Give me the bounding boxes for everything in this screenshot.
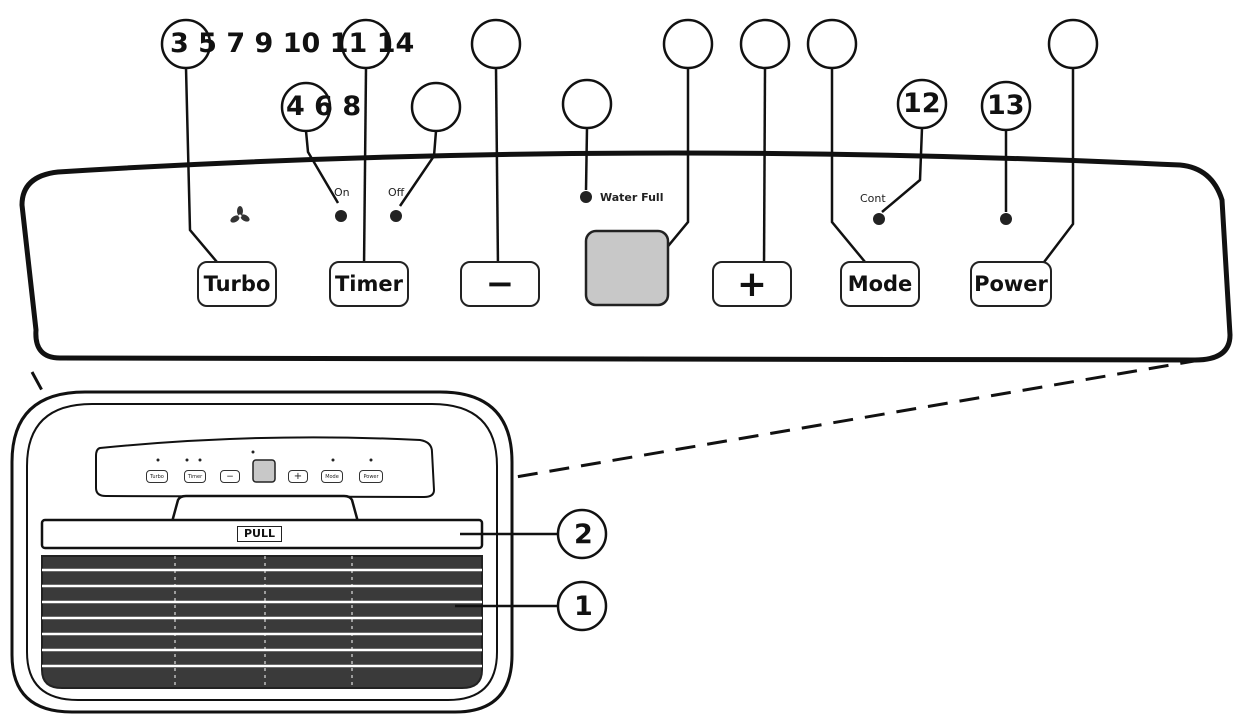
plus-button[interactable]: +	[712, 261, 792, 307]
callout-cont-number: 12	[903, 88, 941, 119]
digital-display	[584, 229, 670, 307]
mini-led-cont	[331, 458, 335, 462]
mini-display	[252, 459, 276, 483]
callout-timer-on-numbers: 4 6 8	[286, 91, 362, 122]
cont-label: Cont	[860, 192, 886, 205]
callout-circle-mode	[806, 18, 858, 70]
pull-label: PULL	[237, 526, 283, 542]
leader-timer-on	[304, 130, 340, 204]
callout-turbo-numbers: 3 5 7 9 10 11 14	[170, 28, 415, 59]
mini-mode-button[interactable]: Mode	[321, 470, 343, 483]
leader-turbo	[184, 67, 223, 269]
callout-power-led-number: 13	[987, 90, 1025, 121]
minus-button[interactable]: −	[460, 261, 540, 307]
zoom-line-right	[427, 358, 1201, 494]
air-grille	[41, 555, 483, 689]
timer-off-led	[390, 210, 402, 222]
water-full-label: Water Full	[600, 191, 664, 204]
callout-circle-pull-bar	[556, 508, 608, 560]
mode-button[interactable]: Mode	[840, 261, 920, 307]
mini-led-power	[369, 458, 373, 462]
leader-timer-off	[398, 130, 438, 207]
callout-circle-grille	[556, 580, 608, 632]
callout-circle-display	[662, 18, 714, 70]
cont-led	[873, 213, 885, 225]
power-led	[1000, 213, 1012, 225]
mini-led-turbo	[156, 458, 160, 462]
mini-timer-button[interactable]: Timer	[184, 470, 206, 483]
mini-led-water	[251, 450, 255, 454]
timer-button[interactable]: Timer	[329, 261, 409, 307]
leader-plus	[762, 67, 767, 269]
callout-circle-timer-off	[410, 81, 462, 133]
grille-dividers	[174, 556, 353, 688]
fan-icon	[230, 206, 250, 223]
leader-mode	[830, 68, 871, 269]
mini-power-button[interactable]: Power	[359, 470, 383, 483]
leader-water-full	[584, 127, 589, 191]
handle-recess	[170, 494, 360, 523]
callout-pull-number: 2	[574, 519, 593, 550]
timer-on-led	[335, 210, 347, 222]
callout-circle-plus	[739, 18, 791, 70]
power-button[interactable]: Power	[970, 261, 1052, 307]
timer-on-label: On	[334, 186, 350, 199]
leader-power	[1037, 68, 1075, 271]
mini-plus-button[interactable]: +	[288, 470, 308, 483]
leader-minus	[494, 67, 500, 269]
callout-circle-minus	[470, 18, 522, 70]
callout-circle-water-full	[561, 78, 613, 130]
grille-slats	[42, 568, 482, 668]
callout-circle-power	[1047, 18, 1099, 70]
mini-turbo-button[interactable]: Turbo	[146, 470, 168, 483]
mini-led-timer-off	[198, 458, 202, 462]
water-full-led	[580, 191, 592, 203]
timer-off-label: Off	[388, 186, 405, 199]
mini-led-timer-on	[185, 458, 189, 462]
leader-timer	[362, 67, 368, 269]
callout-grille-number: 1	[574, 591, 593, 622]
turbo-button[interactable]: Turbo	[197, 261, 277, 307]
leader-cont	[881, 127, 924, 213]
mini-minus-button[interactable]: −	[220, 470, 240, 483]
